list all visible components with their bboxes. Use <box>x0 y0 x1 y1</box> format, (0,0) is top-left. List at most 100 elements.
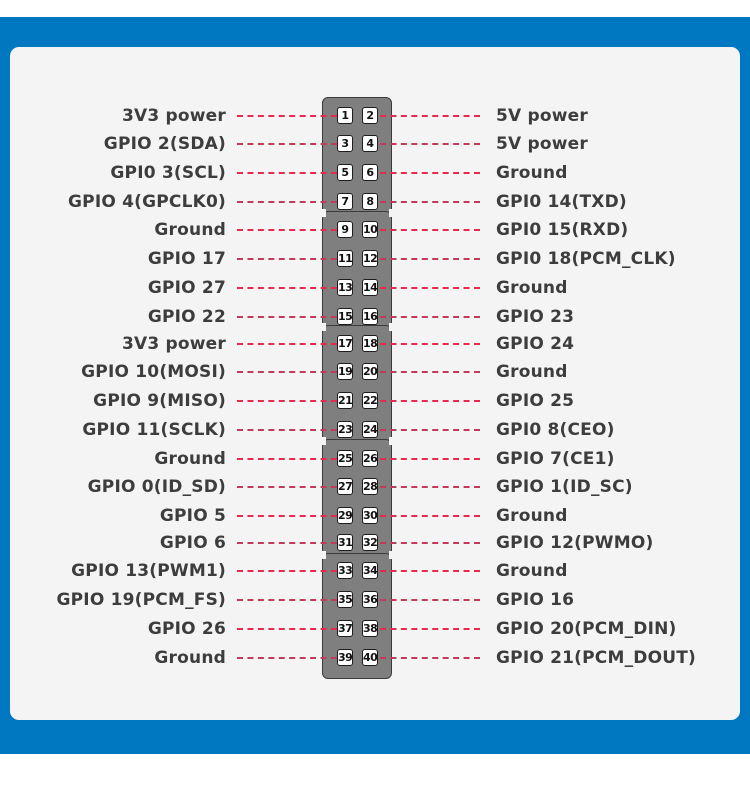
left-connector-line <box>237 400 337 402</box>
left-connector-line <box>237 143 337 145</box>
left-connector-line <box>237 657 337 659</box>
right-pin-label: 5V power <box>496 134 588 154</box>
pin-number-even: 20 <box>362 363 378 380</box>
right-connector-line <box>380 599 480 601</box>
left-connector-line <box>237 542 337 544</box>
left-pin-label: GPI0 3(SCL) <box>110 163 226 183</box>
pin-row: Ground 9 10 GPI0 15(RXD) <box>0 219 750 241</box>
pin-number-even: 38 <box>362 620 378 637</box>
right-pin-label: Ground <box>496 506 568 526</box>
right-pin-label: GPIO 12(PWMO) <box>496 533 654 553</box>
pin-number-even: 6 <box>362 164 378 181</box>
left-pin-label: GPIO 0(ID_SD) <box>87 477 226 497</box>
header-notch <box>389 437 394 445</box>
pin-number-odd: 7 <box>337 193 353 210</box>
pin-number-even: 4 <box>362 135 378 152</box>
header-notch <box>389 209 394 217</box>
pin-number-odd: 13 <box>337 279 353 296</box>
left-pin-label: GPIO 19(PCM_FS) <box>56 590 226 610</box>
pin-number-even: 24 <box>362 421 378 438</box>
right-connector-line <box>380 570 480 572</box>
pin-number-odd: 1 <box>337 107 353 124</box>
left-pin-label: GPIO 11(SCLK) <box>82 420 226 440</box>
right-pin-label: GPIO 24 <box>496 334 575 354</box>
pin-number-odd: 35 <box>337 591 353 608</box>
left-connector-line <box>237 458 337 460</box>
right-connector-line <box>380 486 480 488</box>
pin-number-even: 36 <box>362 591 378 608</box>
right-pin-label: 5V power <box>496 106 588 126</box>
pin-number-odd: 21 <box>337 392 353 409</box>
pin-number-even: 30 <box>362 507 378 524</box>
right-connector-line <box>380 172 480 174</box>
pin-number-even: 10 <box>362 221 378 238</box>
pin-row: GPIO 0(ID_SD) 27 28 GPIO 1(ID_SC) <box>0 476 750 498</box>
right-connector-line <box>380 458 480 460</box>
left-connector-line <box>237 172 337 174</box>
right-connector-line <box>380 371 480 373</box>
left-pin-label: GPIO 2(SDA) <box>103 134 226 154</box>
header-notch <box>321 209 326 217</box>
right-connector-line <box>380 143 480 145</box>
pin-number-even: 22 <box>362 392 378 409</box>
right-pin-label: GPI0 15(RXD) <box>496 220 629 240</box>
left-connector-line <box>237 515 337 517</box>
left-connector-line <box>237 229 337 231</box>
left-pin-label: Ground <box>154 449 226 469</box>
right-pin-label: GPIO 1(ID_SC) <box>496 477 633 497</box>
header-notch <box>321 323 326 331</box>
right-pin-label: GPI0 18(PCM_CLK) <box>496 249 676 269</box>
pin-number-odd: 9 <box>337 221 353 238</box>
header-notch <box>389 323 394 331</box>
pin-number-even: 28 <box>362 478 378 495</box>
pin-number-even: 34 <box>362 562 378 579</box>
right-connector-line <box>380 115 480 117</box>
header-notch <box>321 551 326 559</box>
pin-number-odd: 29 <box>337 507 353 524</box>
pin-number-odd: 27 <box>337 478 353 495</box>
header-notch <box>321 437 326 445</box>
right-connector-line <box>380 400 480 402</box>
left-pin-label: GPIO 10(MOSI) <box>81 362 226 382</box>
right-connector-line <box>380 515 480 517</box>
left-pin-label: Ground <box>154 220 226 240</box>
right-connector-line <box>380 628 480 630</box>
right-connector-line <box>380 343 480 345</box>
right-pin-label: GPI0 8(CEO) <box>496 420 615 440</box>
right-connector-line <box>380 429 480 431</box>
left-connector-line <box>237 429 337 431</box>
pin-number-even: 8 <box>362 193 378 210</box>
right-connector-line <box>380 201 480 203</box>
pin-number-even: 40 <box>362 649 378 666</box>
pin-number-odd: 33 <box>337 562 353 579</box>
right-connector-line <box>380 287 480 289</box>
left-connector-line <box>237 115 337 117</box>
pin-number-odd: 15 <box>337 308 353 325</box>
left-connector-line <box>237 201 337 203</box>
pin-number-odd: 39 <box>337 649 353 666</box>
left-pin-label: GPIO 22 <box>147 307 226 327</box>
right-pin-label: GPIO 20(PCM_DIN) <box>496 619 677 639</box>
left-connector-line <box>237 570 337 572</box>
pin-number-even: 18 <box>362 335 378 352</box>
pin-number-odd: 25 <box>337 450 353 467</box>
right-pin-label: GPIO 25 <box>496 391 575 411</box>
left-connector-line <box>237 628 337 630</box>
left-pin-label: GPIO 17 <box>147 249 226 269</box>
right-pin-label: Ground <box>496 362 568 382</box>
right-connector-line <box>380 657 480 659</box>
left-connector-line <box>237 287 337 289</box>
left-connector-line <box>237 371 337 373</box>
